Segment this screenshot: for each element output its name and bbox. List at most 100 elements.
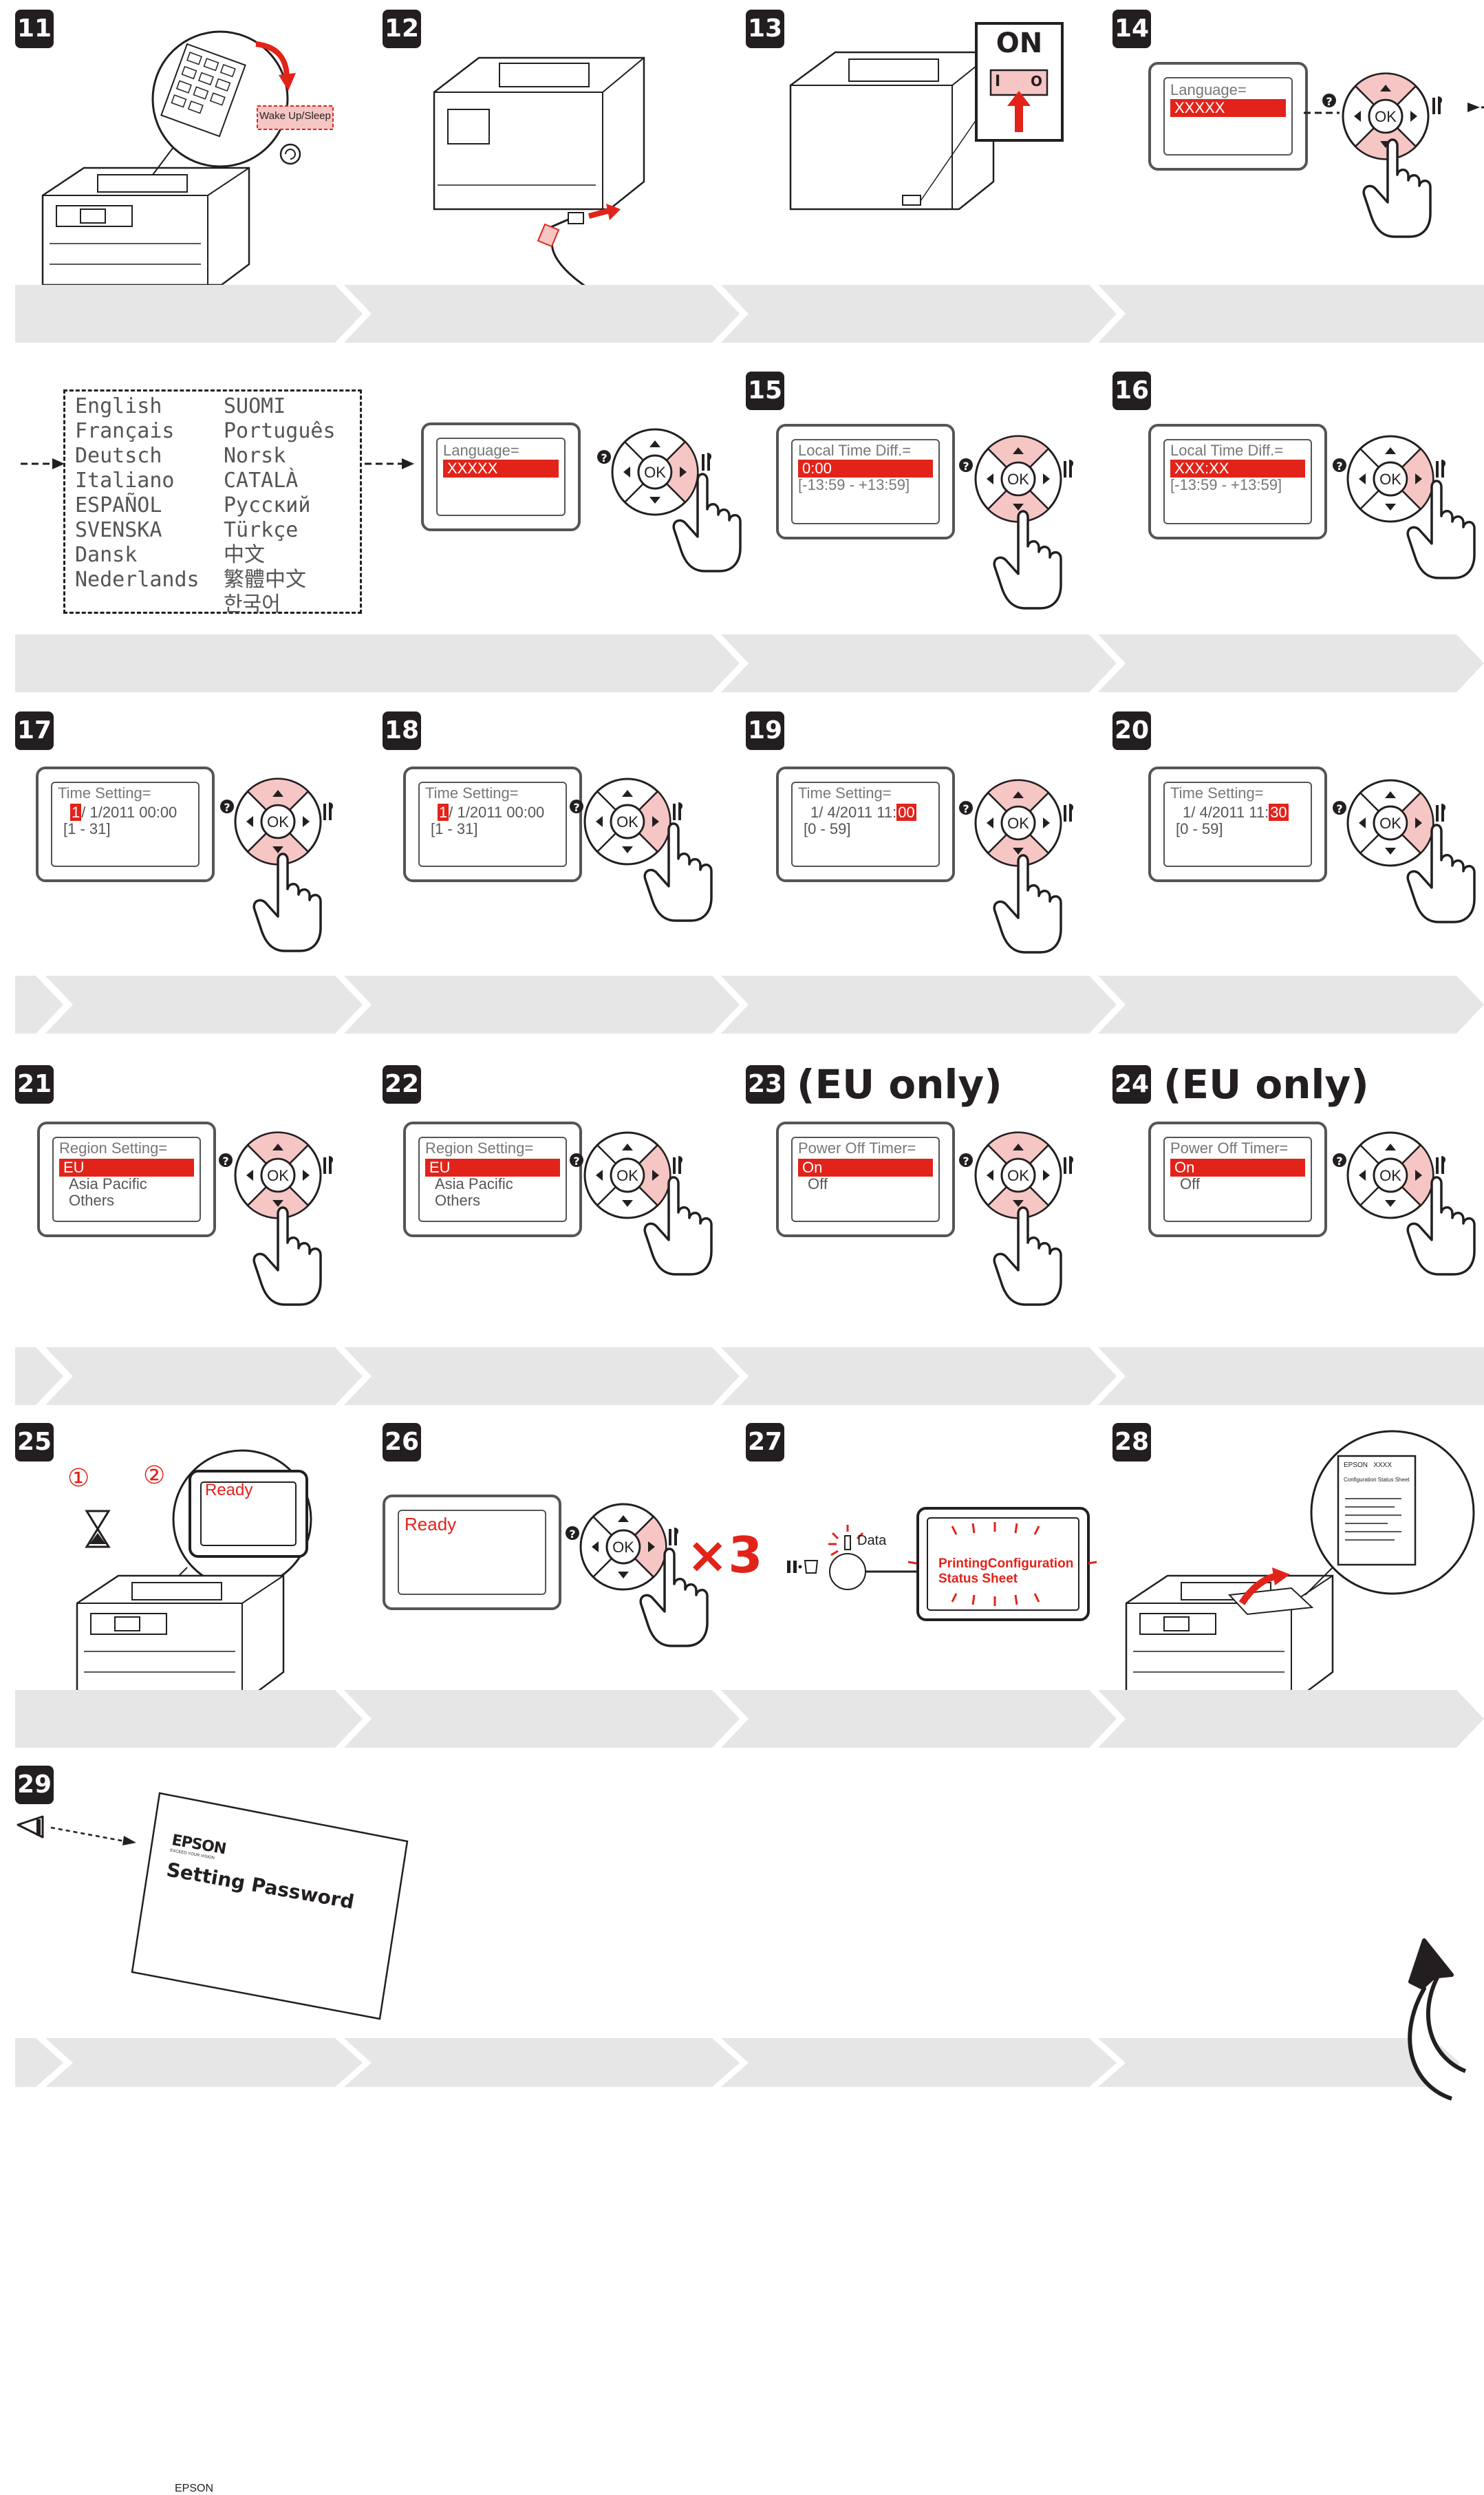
lcd-selected-value: XXXXX (443, 460, 559, 478)
on-label: ON (996, 28, 1043, 59)
printout-illustration (1125, 1430, 1475, 1694)
control-pad: OK (1333, 1131, 1476, 1276)
lcd-title: Power Off Timer= (798, 1139, 916, 1157)
language-item: Nederlands (75, 568, 200, 592)
language-item: Italiano (75, 469, 175, 493)
control-pad: OK (959, 779, 1074, 954)
ok-label: OK (644, 464, 666, 481)
step-number: 18 (383, 711, 421, 750)
printer-illustration (76, 1449, 312, 1694)
step-28: 28 EPSON XXXX Configuration Status Sheet (1112, 1423, 1484, 1694)
lcd-option: Off (1180, 1175, 1200, 1192)
switch-on-mark: I (995, 73, 1001, 90)
turn-page-arrow-icon (1408, 1938, 1467, 2101)
lcd-panel: Time Setting= 1/ 4/2011 11:30 [0 - 59] (1148, 767, 1327, 882)
step-number: 28 (1112, 1423, 1151, 1461)
language-list: English Français Deutsch Italiano ESPAÑO… (63, 389, 362, 617)
lcd-selected-minutes: 30 (1269, 804, 1289, 821)
language-item: 繁體中文 (224, 568, 306, 592)
step-16: 16 Local Time Diff.= XXX:XX [-13:59 - +1… (1112, 372, 1484, 633)
lcd-printing-line-2: Status Sheet (938, 1572, 1018, 1586)
ok-label: OK (1007, 471, 1029, 488)
lcd-ready-text: Ready (405, 1514, 457, 1534)
language-item: ESPAÑOL (75, 493, 162, 517)
ok-label: OK (1379, 815, 1401, 832)
lcd-panel: Region Setting= EU Asia Pacific Others (403, 1122, 582, 1237)
step-20: 20 Time Setting= 1/ 4/2011 11:30 [0 - 59… (1112, 711, 1484, 959)
step-number: 11 (15, 10, 54, 48)
eu-only-note: (EU only) (797, 1061, 1002, 1108)
lcd-title: Region Setting= (59, 1139, 168, 1157)
arrow-band (15, 1347, 1484, 1405)
lcd-selected-value: 0:00 (798, 460, 933, 478)
language-item: Русский (224, 493, 311, 517)
control-pad: OK (959, 435, 1074, 610)
step-12: 12 (383, 10, 706, 314)
lcd-title: Local Time Diff.= (798, 442, 912, 459)
control-pad: OK (959, 1131, 1074, 1306)
arrow-band (15, 2038, 1484, 2087)
lcd-title: Region Setting= (425, 1139, 534, 1157)
step-22: 22 Region Setting= EU Asia Pacific Other… (383, 1065, 713, 1313)
lcd-printing-line-1: PrintingConfiguration (938, 1556, 1074, 1571)
lcd-option: Asia Pacific (435, 1175, 513, 1192)
lcd-option-selected: On (1170, 1159, 1305, 1177)
control-pad: OK (1304, 72, 1484, 238)
lcd-option: Off (808, 1175, 828, 1192)
control-pad: OK (597, 428, 742, 572)
data-light-label: Data (857, 1533, 887, 1548)
step-19: 19 Time Setting= 1/ 4/2011 11:00 [0 - 59… (746, 711, 1076, 959)
language-item: Türkçe (224, 518, 299, 542)
language-item: English (75, 394, 162, 418)
ok-label: OK (616, 813, 638, 831)
language-item: SUOMI (224, 394, 286, 418)
lcd-option: Asia Pacific (69, 1175, 147, 1192)
lcd-date-rest: / 1/2011 00:00 (449, 804, 545, 821)
arrow-band (15, 634, 1484, 692)
lcd-title: Language= (1170, 81, 1247, 98)
ok-label: OK (1375, 108, 1397, 125)
control-pad: OK (220, 778, 334, 952)
lcd-panel: Ready (383, 1495, 561, 1610)
ok-label: OK (616, 1167, 638, 1184)
step-14: 14 Language= XXXXX OK (1112, 10, 1484, 244)
lcd-option-selected: EU (425, 1159, 560, 1177)
ok-label: OK (267, 813, 289, 831)
step-26: 26 Ready OK ×3 (383, 1423, 762, 1650)
step-number: 21 (15, 1065, 54, 1104)
lcd-panel: Language= XXXXX (1148, 62, 1308, 171)
language-item: Deutsch (75, 444, 162, 468)
step-15: 15 Local Time Diff.= 0:00 [-13:59 - +13:… (746, 372, 1076, 633)
step-number: 29 (15, 1766, 54, 1804)
lcd-title: Time Setting= (798, 784, 892, 802)
step-14-language-list: English Français Deutsch Italiano ESPAÑO… (15, 372, 742, 619)
language-item: Norsk (224, 444, 286, 468)
eye-icon (17, 1815, 136, 1845)
language-item: 한국어 (224, 592, 281, 617)
step-number: 19 (746, 711, 784, 750)
lcd-date-prefix: 1/ 4/2011 11: (810, 804, 897, 821)
step-number: 26 (383, 1423, 421, 1461)
step-marker-2: ② (143, 1461, 166, 1490)
control-pad: OK (570, 1131, 713, 1276)
switch-off-mark: O (1031, 73, 1043, 89)
ready-text: Ready (205, 1481, 253, 1499)
wake-up-sleep-callout: Wake Up/Sleep (259, 110, 331, 122)
ok-label: OK (1379, 471, 1401, 488)
lcd-panel: Language= XXXXX (421, 422, 581, 531)
lcd-selected-digit: 1 (70, 804, 82, 821)
lcd-panel: Region Setting= EU Asia Pacific Others (37, 1122, 216, 1237)
lcd-selected-value: XXXXX (1170, 99, 1286, 117)
language-column-right: SUOMI Português Norsk CATALÀ Русский Tür… (224, 394, 336, 617)
step-number: 13 (746, 10, 784, 48)
arrow-band (15, 976, 1484, 1034)
arrow-band (15, 285, 1484, 343)
lcd-panel: Power Off Timer= On Off (776, 1122, 955, 1237)
step-number: 22 (383, 1065, 421, 1104)
step-number: 23 (746, 1065, 784, 1104)
language-item: 中文 (224, 543, 265, 567)
step-number: 12 (383, 10, 421, 48)
language-item: CATALÀ (224, 469, 299, 493)
step-number: 20 (1112, 711, 1151, 750)
control-pad: OK (566, 1503, 709, 1647)
